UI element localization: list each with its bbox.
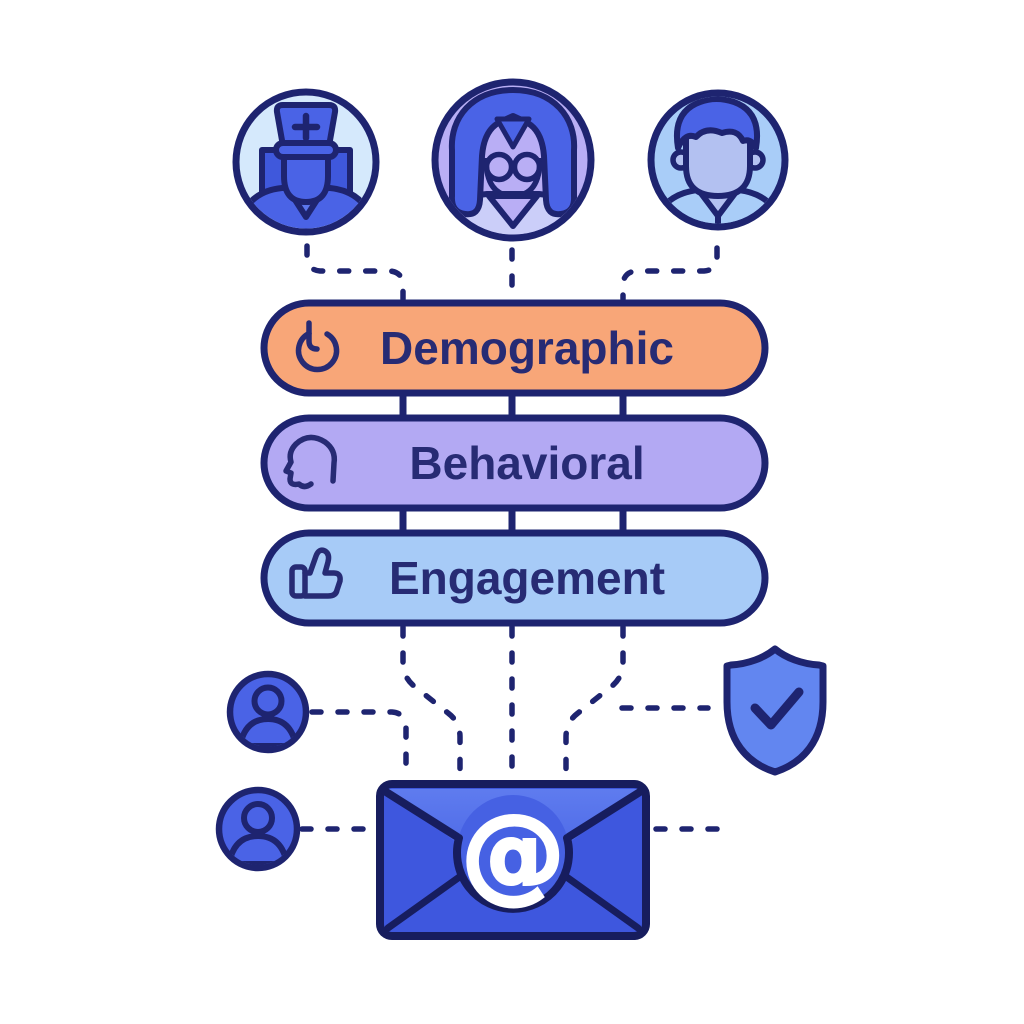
shield-checkmark: [750, 687, 804, 730]
woman-glasses-icon: [483, 151, 543, 183]
woman-hair: [448, 87, 578, 218]
connector-pill-to-envelope-right: [563, 624, 626, 773]
persona-avatar-nurse: [232, 88, 380, 236]
nurse-cap-cross-icon: [291, 112, 321, 142]
connector-pill-to-envelope-left: [400, 624, 463, 773]
persona-avatar-woman: [431, 78, 595, 242]
power-icon: [295, 320, 340, 373]
pill-behavioral-label: Behavioral: [409, 437, 644, 489]
shield-check-icon: [723, 645, 827, 776]
user-icon-top: [226, 670, 310, 754]
pill-engagement-label: Engagement: [389, 552, 665, 604]
pill-demographic: Demographic: [260, 299, 769, 397]
nurse-cap-brim: [273, 140, 339, 160]
shield-body: [723, 645, 827, 776]
user-head: [251, 684, 285, 718]
pill-engagement-bg: [260, 529, 769, 627]
pill-demographic-bg: [260, 299, 769, 397]
connectors: [299, 243, 725, 832]
connector-man-to-pill: [620, 245, 720, 302]
pill-behavioral-bg: [260, 414, 769, 512]
man-hair: [674, 96, 760, 151]
envelope-flap-lines: [379, 786, 647, 842]
pill-demographic-label: Demographic: [380, 322, 674, 374]
connector-nurse-to-pill: [304, 243, 406, 302]
persona-avatar-man: [647, 89, 789, 231]
head-profile-icon: [283, 434, 338, 490]
at-halo: [457, 795, 569, 907]
email-envelope: @: [376, 780, 650, 940]
woman-hair-part: [494, 116, 532, 150]
connector-user1-to-envelope: [309, 709, 409, 771]
pill-behavioral: Behavioral: [260, 414, 769, 512]
pill-engagement: Engagement: [260, 529, 769, 627]
flap-wrap-arc: [453, 834, 573, 913]
user-head: [241, 801, 275, 835]
thumbs-up-icon: [289, 547, 343, 599]
at-symbol: @: [461, 792, 565, 914]
user-icon-bottom: [215, 786, 301, 872]
